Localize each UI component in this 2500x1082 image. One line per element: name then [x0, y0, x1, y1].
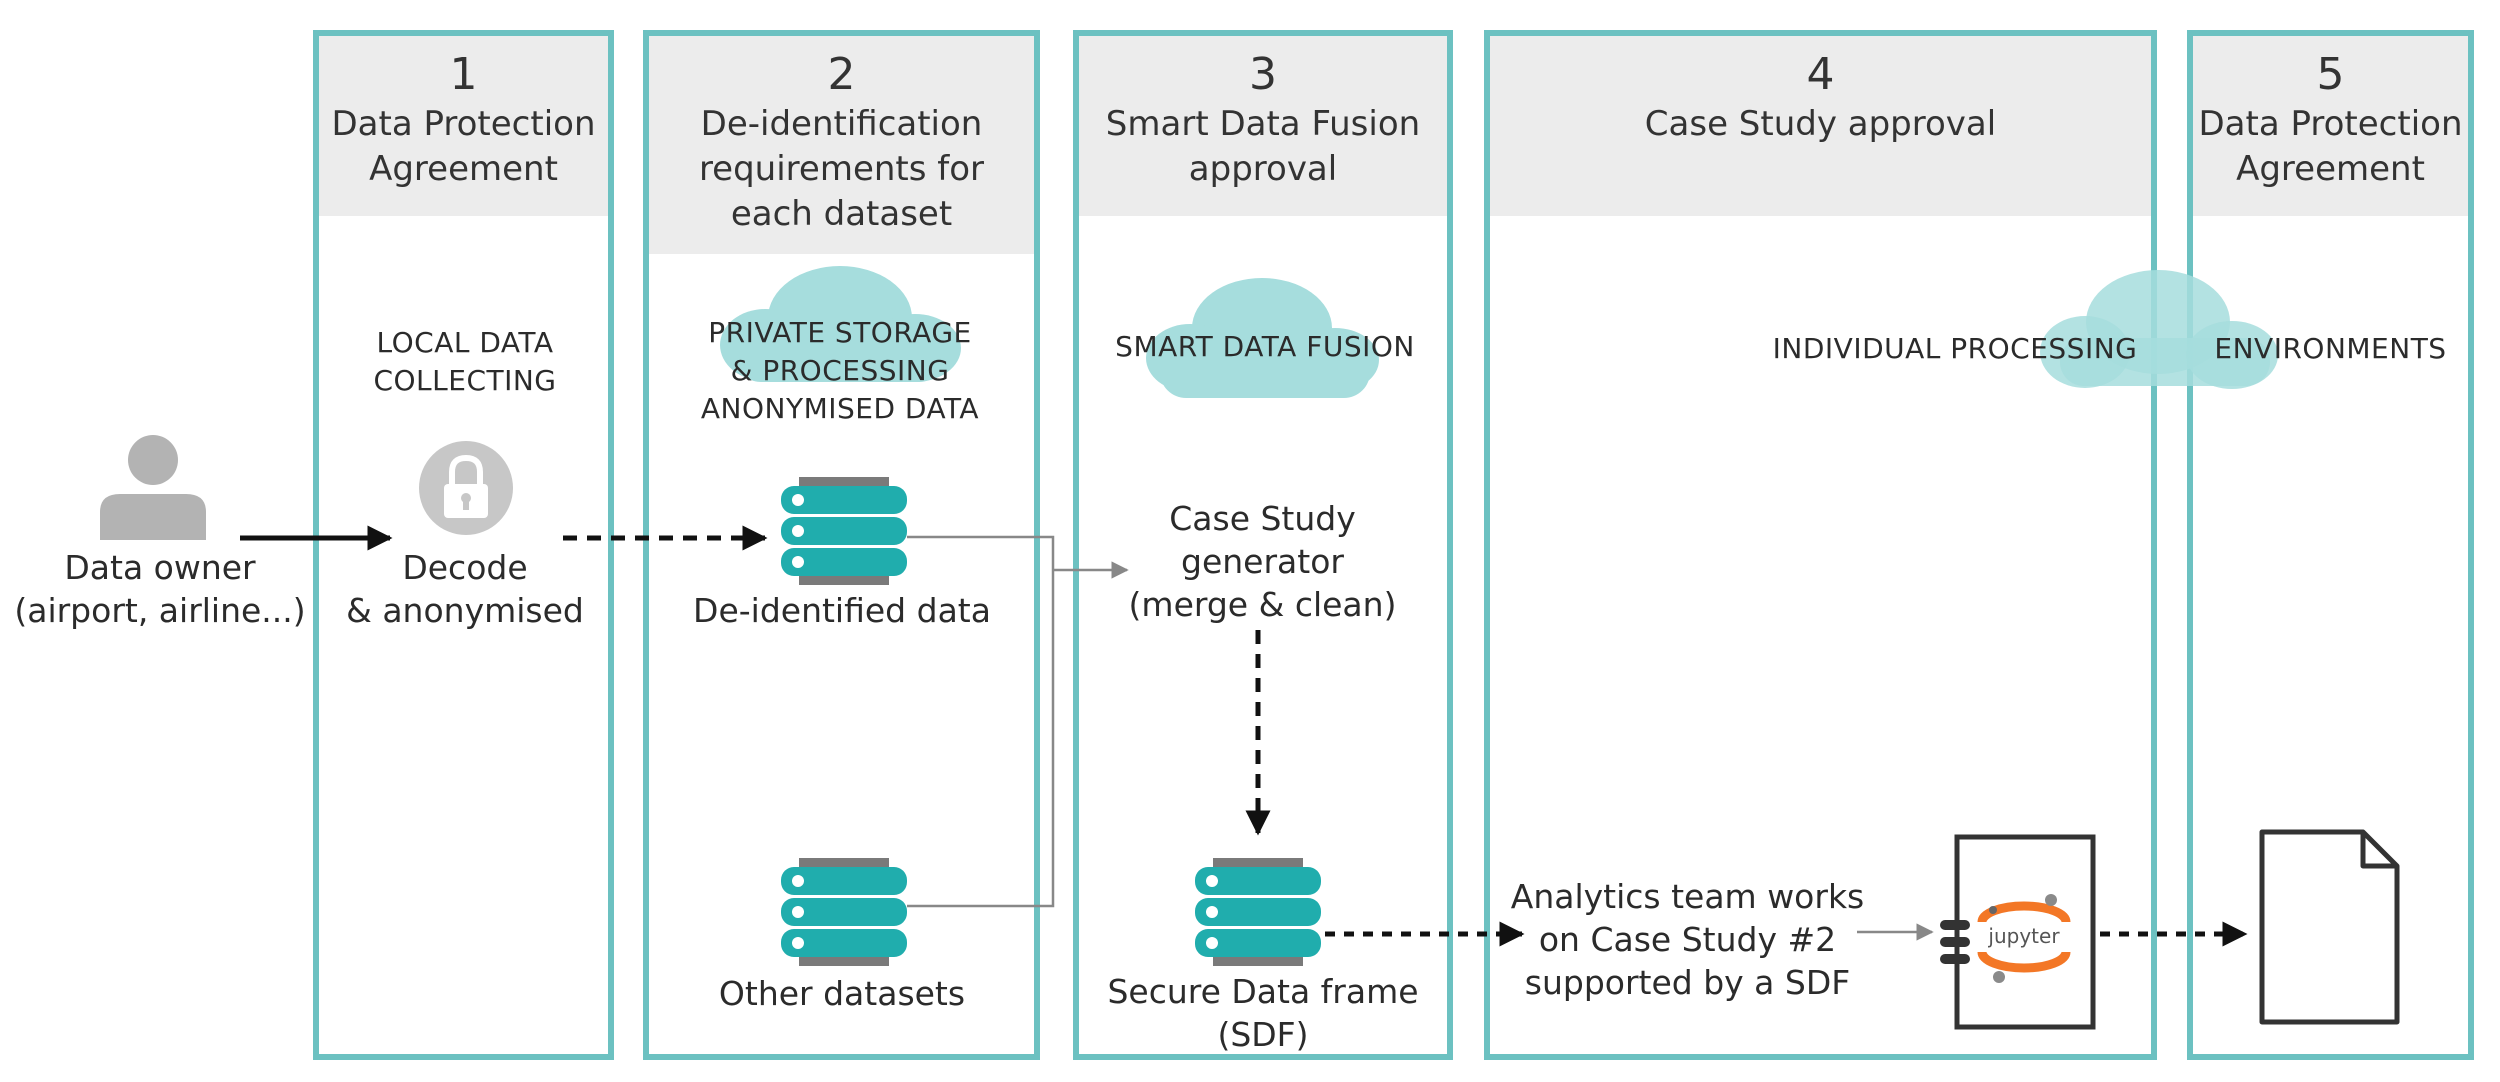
stage-header: 4 Case Study approval: [1490, 36, 2151, 216]
private-storage-label: PRIVATE STORAGE & PROCESSING ANONYMISED …: [700, 316, 980, 425]
decode-label: Decode & anonymised: [346, 548, 584, 630]
database-icon: [1195, 858, 1321, 966]
individual-processing-label: INDIVIDUAL PROCESSING: [1772, 332, 2138, 365]
jupyter-logo-text: jupyter: [1987, 924, 2060, 948]
stage-number: 5: [2316, 49, 2345, 100]
database-icon: [781, 477, 907, 585]
stage-number: 2: [827, 49, 856, 100]
environments-label: ENVIRONMENTS: [2214, 332, 2447, 365]
stage-title: Smart Data Fusion approval: [1105, 104, 1421, 189]
stage-number: 1: [449, 49, 478, 100]
connector-other-datasets: [907, 570, 1055, 908]
stage-panel-1: 1 Data Protection Agreement: [313, 30, 614, 1060]
stage-title: Data Protection Agreement: [331, 104, 596, 189]
data-owner-label: Data owner (airport, airline...): [14, 548, 306, 630]
cloud-icon: [1146, 278, 1379, 398]
smart-fusion-label: SMART DATA FUSION: [1115, 330, 1415, 363]
other-datasets-label: Other datasets: [718, 974, 966, 1013]
connector-deidentified: [907, 535, 1055, 570]
stage-title: De-identification requirements for each …: [698, 104, 985, 234]
stage-header: 3 Smart Data Fusion approval: [1079, 36, 1447, 216]
deidentified-label: De-identified data: [693, 591, 991, 630]
stage-number: 3: [1249, 49, 1277, 100]
stage-title: Case Study approval: [1644, 104, 1997, 144]
database-icon: [781, 858, 907, 966]
stage-panel-5: 5 Data Protection Agreement: [2187, 30, 2474, 1060]
analytics-label: Analytics team works on Case Study #2 su…: [1510, 877, 1865, 1002]
lock-icon: [419, 441, 513, 535]
stage-title: Data Protection Agreement: [2198, 104, 2463, 189]
jupyter-notebook-icon: jupyter: [1940, 834, 2096, 1030]
cloud-icon: [2040, 270, 2278, 389]
local-collecting-label: LOCAL DATA COLLECTING: [373, 326, 557, 397]
sdf-label: Secure Data frame (SDF): [1107, 972, 1419, 1054]
generator-label: Case Study generator (merge & clean): [1128, 499, 1397, 624]
person-icon: [100, 435, 206, 540]
stage-header: 2 De-identification requirements for eac…: [649, 36, 1034, 254]
stage-number: 4: [1806, 49, 1835, 100]
cloud-icon: [720, 266, 961, 382]
document-icon: [2259, 829, 2400, 1025]
stage-header: 5 Data Protection Agreement: [2193, 36, 2468, 216]
stage-header: 1 Data Protection Agreement: [319, 36, 608, 216]
